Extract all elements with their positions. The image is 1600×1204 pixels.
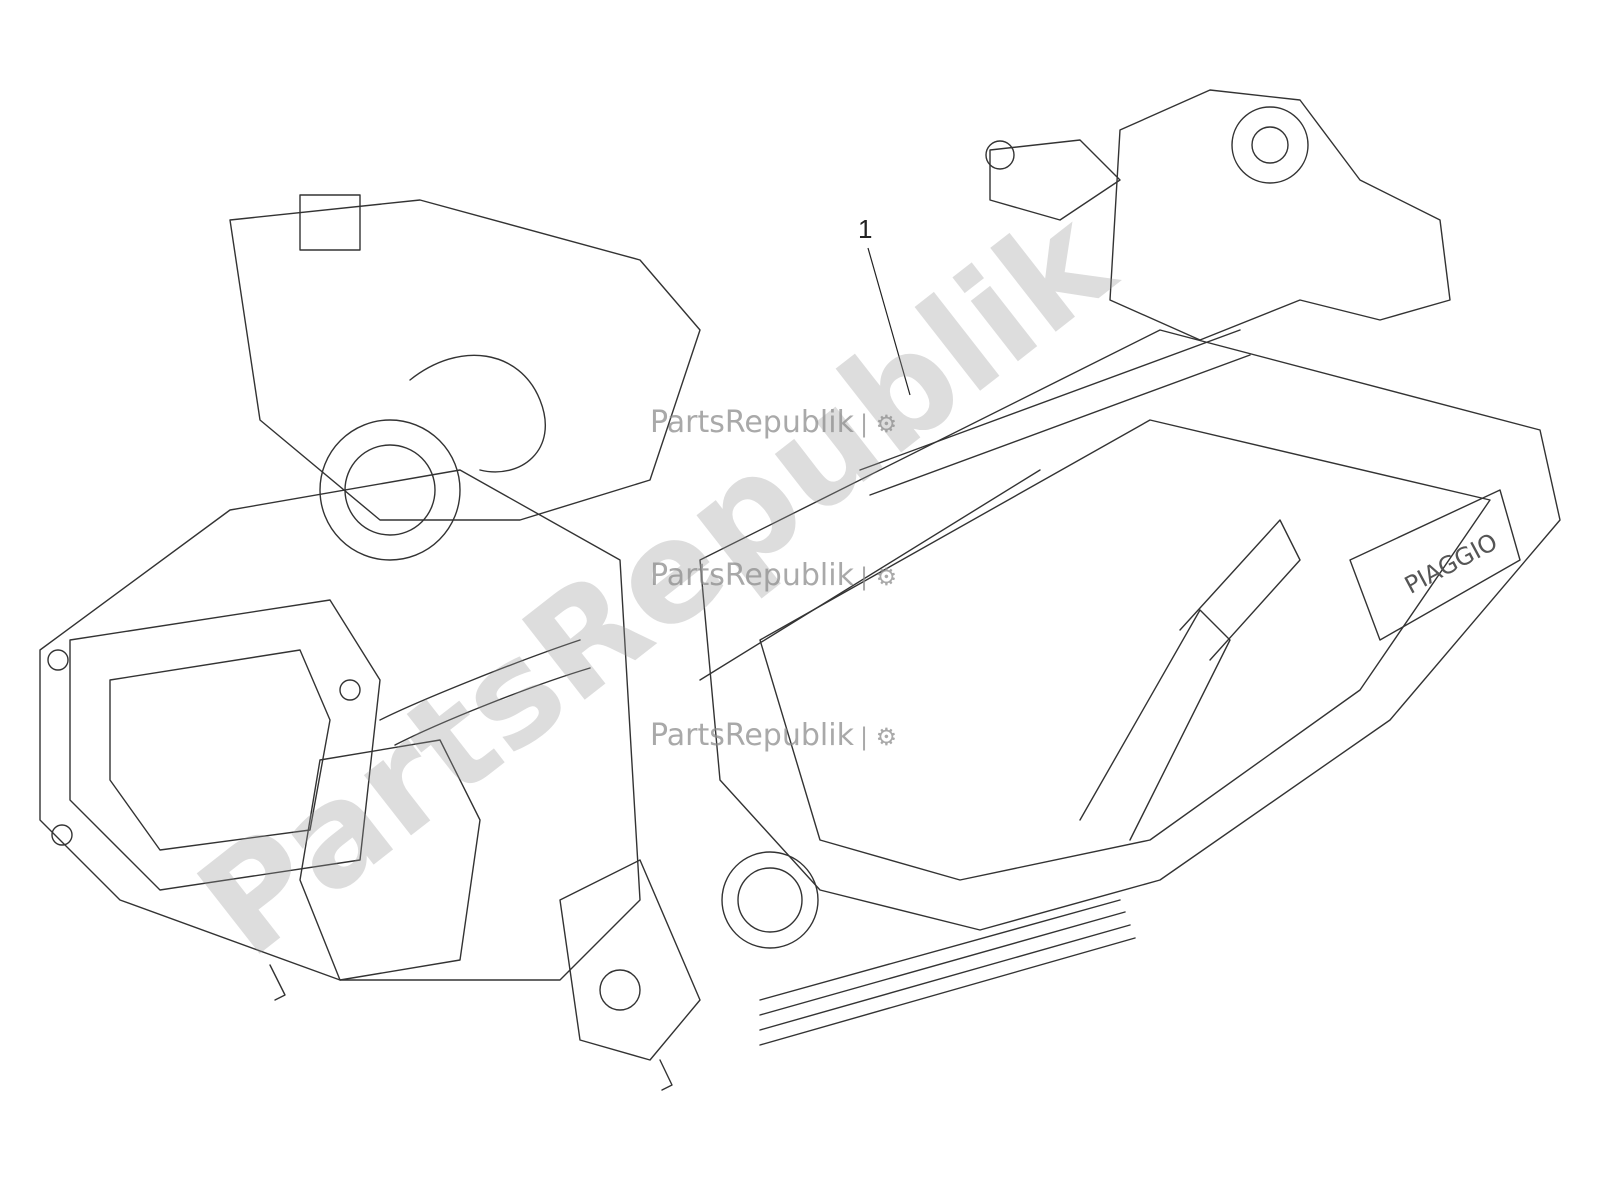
clip-2 xyxy=(659,1059,673,1091)
head-bolt-3 xyxy=(51,824,73,846)
fin-2 xyxy=(759,911,1126,1016)
lower-mount xyxy=(559,859,701,1061)
watermark-3: PartsRepublik| ⚙ xyxy=(650,718,897,753)
intake-hose xyxy=(409,354,546,473)
rod-2 xyxy=(869,354,1251,496)
throttle-inner xyxy=(344,444,436,536)
watermark-1: PartsRepublik| ⚙ xyxy=(650,405,897,440)
shaft xyxy=(989,139,1121,221)
rear-bracket xyxy=(1109,89,1451,341)
head-bolt-1 xyxy=(47,649,69,671)
watermark-text-3: PartsRepublik xyxy=(650,718,854,753)
valve-cover xyxy=(69,599,381,891)
coolant-pipe-2 xyxy=(394,667,591,746)
pivot-circle xyxy=(1231,106,1309,184)
hub-inner xyxy=(737,867,803,933)
gear-icon: | ⚙ xyxy=(859,723,898,751)
rod-1 xyxy=(859,329,1241,471)
gear-icon: | ⚙ xyxy=(859,563,898,591)
watermark-text-2: PartsRepublik xyxy=(650,558,854,593)
watermark-text-1: PartsRepublik xyxy=(650,405,854,440)
cvt-cover-inner xyxy=(759,419,1491,881)
head-bolt-2 xyxy=(339,679,361,701)
clip xyxy=(269,964,286,1001)
pivot-inner xyxy=(1251,126,1289,164)
valve-cover-inner xyxy=(109,649,331,851)
connector xyxy=(299,194,361,251)
starter-housing xyxy=(299,739,481,981)
lower-mount-hole xyxy=(599,969,641,1011)
intake-manifold xyxy=(229,199,701,521)
throttle-body xyxy=(319,419,461,561)
cover-rib-2 xyxy=(1179,519,1301,661)
watermark-2: PartsRepublik| ⚙ xyxy=(650,558,897,593)
brand-plate xyxy=(1349,489,1521,641)
gear-icon: | ⚙ xyxy=(859,410,898,438)
hub-circle xyxy=(721,851,819,949)
callout-leader xyxy=(867,247,911,396)
callout-number: 1 xyxy=(858,214,873,244)
cover-rib xyxy=(1079,609,1231,841)
fin-4 xyxy=(759,937,1136,1046)
fin-1 xyxy=(759,899,1121,1001)
rod-3 xyxy=(699,469,1041,681)
fin-3 xyxy=(759,924,1131,1031)
cvt-cover-outline xyxy=(699,329,1561,931)
coolant-pipe xyxy=(379,639,581,721)
shaft-end xyxy=(985,140,1015,170)
engine-block xyxy=(39,469,641,981)
